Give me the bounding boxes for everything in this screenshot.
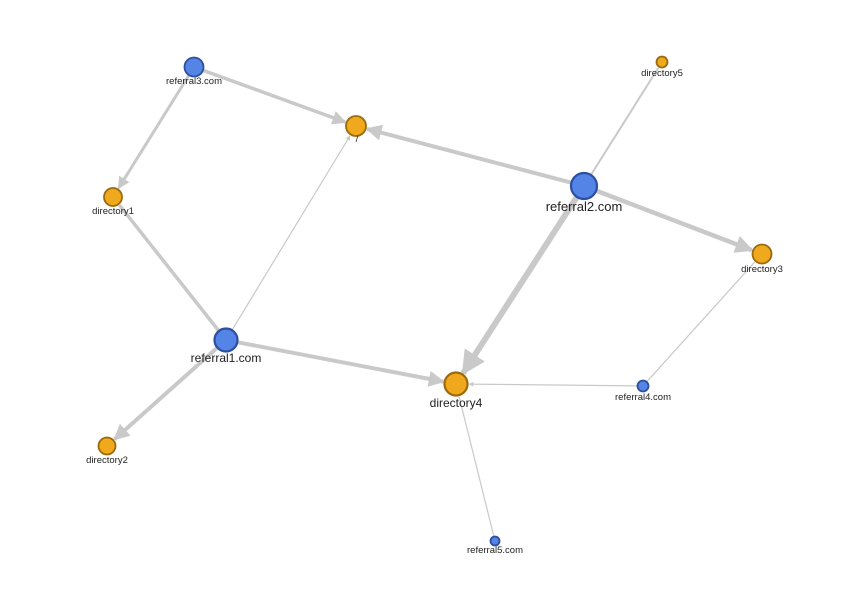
edge-referral2-to-root: [365, 124, 572, 185]
edges-layer: [113, 67, 756, 537]
node-directory1[interactable]: [103, 187, 123, 207]
edge-referral5-to-directory4: [458, 396, 495, 537]
node-directory3[interactable]: [751, 243, 773, 265]
node-label-referral3: referral3.com: [166, 76, 222, 87]
node-label-directory4: directory4: [430, 396, 483, 410]
edge-referral4-to-directory4: [468, 381, 638, 387]
edge-referral1-to-root: [231, 135, 351, 331]
edge-referral2-to-directory4: [460, 195, 580, 376]
edge-referral1-to-directory4: [236, 340, 445, 387]
node-referral3[interactable]: [183, 56, 205, 78]
node-label-referral5: referral5.com: [467, 545, 523, 556]
edge-referral3-to-directory1: [117, 74, 191, 190]
edge-referral1-to-directory1: [118, 204, 221, 333]
node-directory2[interactable]: [97, 436, 117, 456]
node-referral1[interactable]: [213, 327, 239, 353]
node-referral2[interactable]: [569, 171, 599, 201]
nodes-layer: [97, 55, 773, 547]
labels-layer: referral3.com / directory5 referral2.com dir…: [86, 68, 783, 556]
node-label-referral2: referral2.com: [546, 199, 623, 214]
node-label-referral1: referral1.com: [191, 351, 262, 365]
node-label-directory5: directory5: [641, 68, 683, 79]
edge-referral4-to-directory3: [646, 261, 756, 383]
node-directory5[interactable]: [655, 55, 669, 69]
node-referral4[interactable]: [636, 379, 650, 393]
edge-referral3-to-root: [202, 68, 347, 125]
edge-referral2-to-directory3: [595, 188, 754, 253]
node-referral5[interactable]: [489, 535, 501, 547]
node-label-directory1: directory1: [92, 206, 134, 217]
edge-referral1-to-directory2: [113, 346, 219, 441]
node-label-referral4: referral4.com: [615, 392, 671, 403]
edge-referral2-to-directory5: [590, 67, 660, 176]
node-label-directory3: directory3: [741, 264, 783, 275]
node-root[interactable]: [345, 115, 367, 137]
node-label-directory2: directory2: [86, 455, 128, 466]
node-directory4[interactable]: [443, 371, 469, 397]
node-label-root: /: [356, 134, 359, 145]
